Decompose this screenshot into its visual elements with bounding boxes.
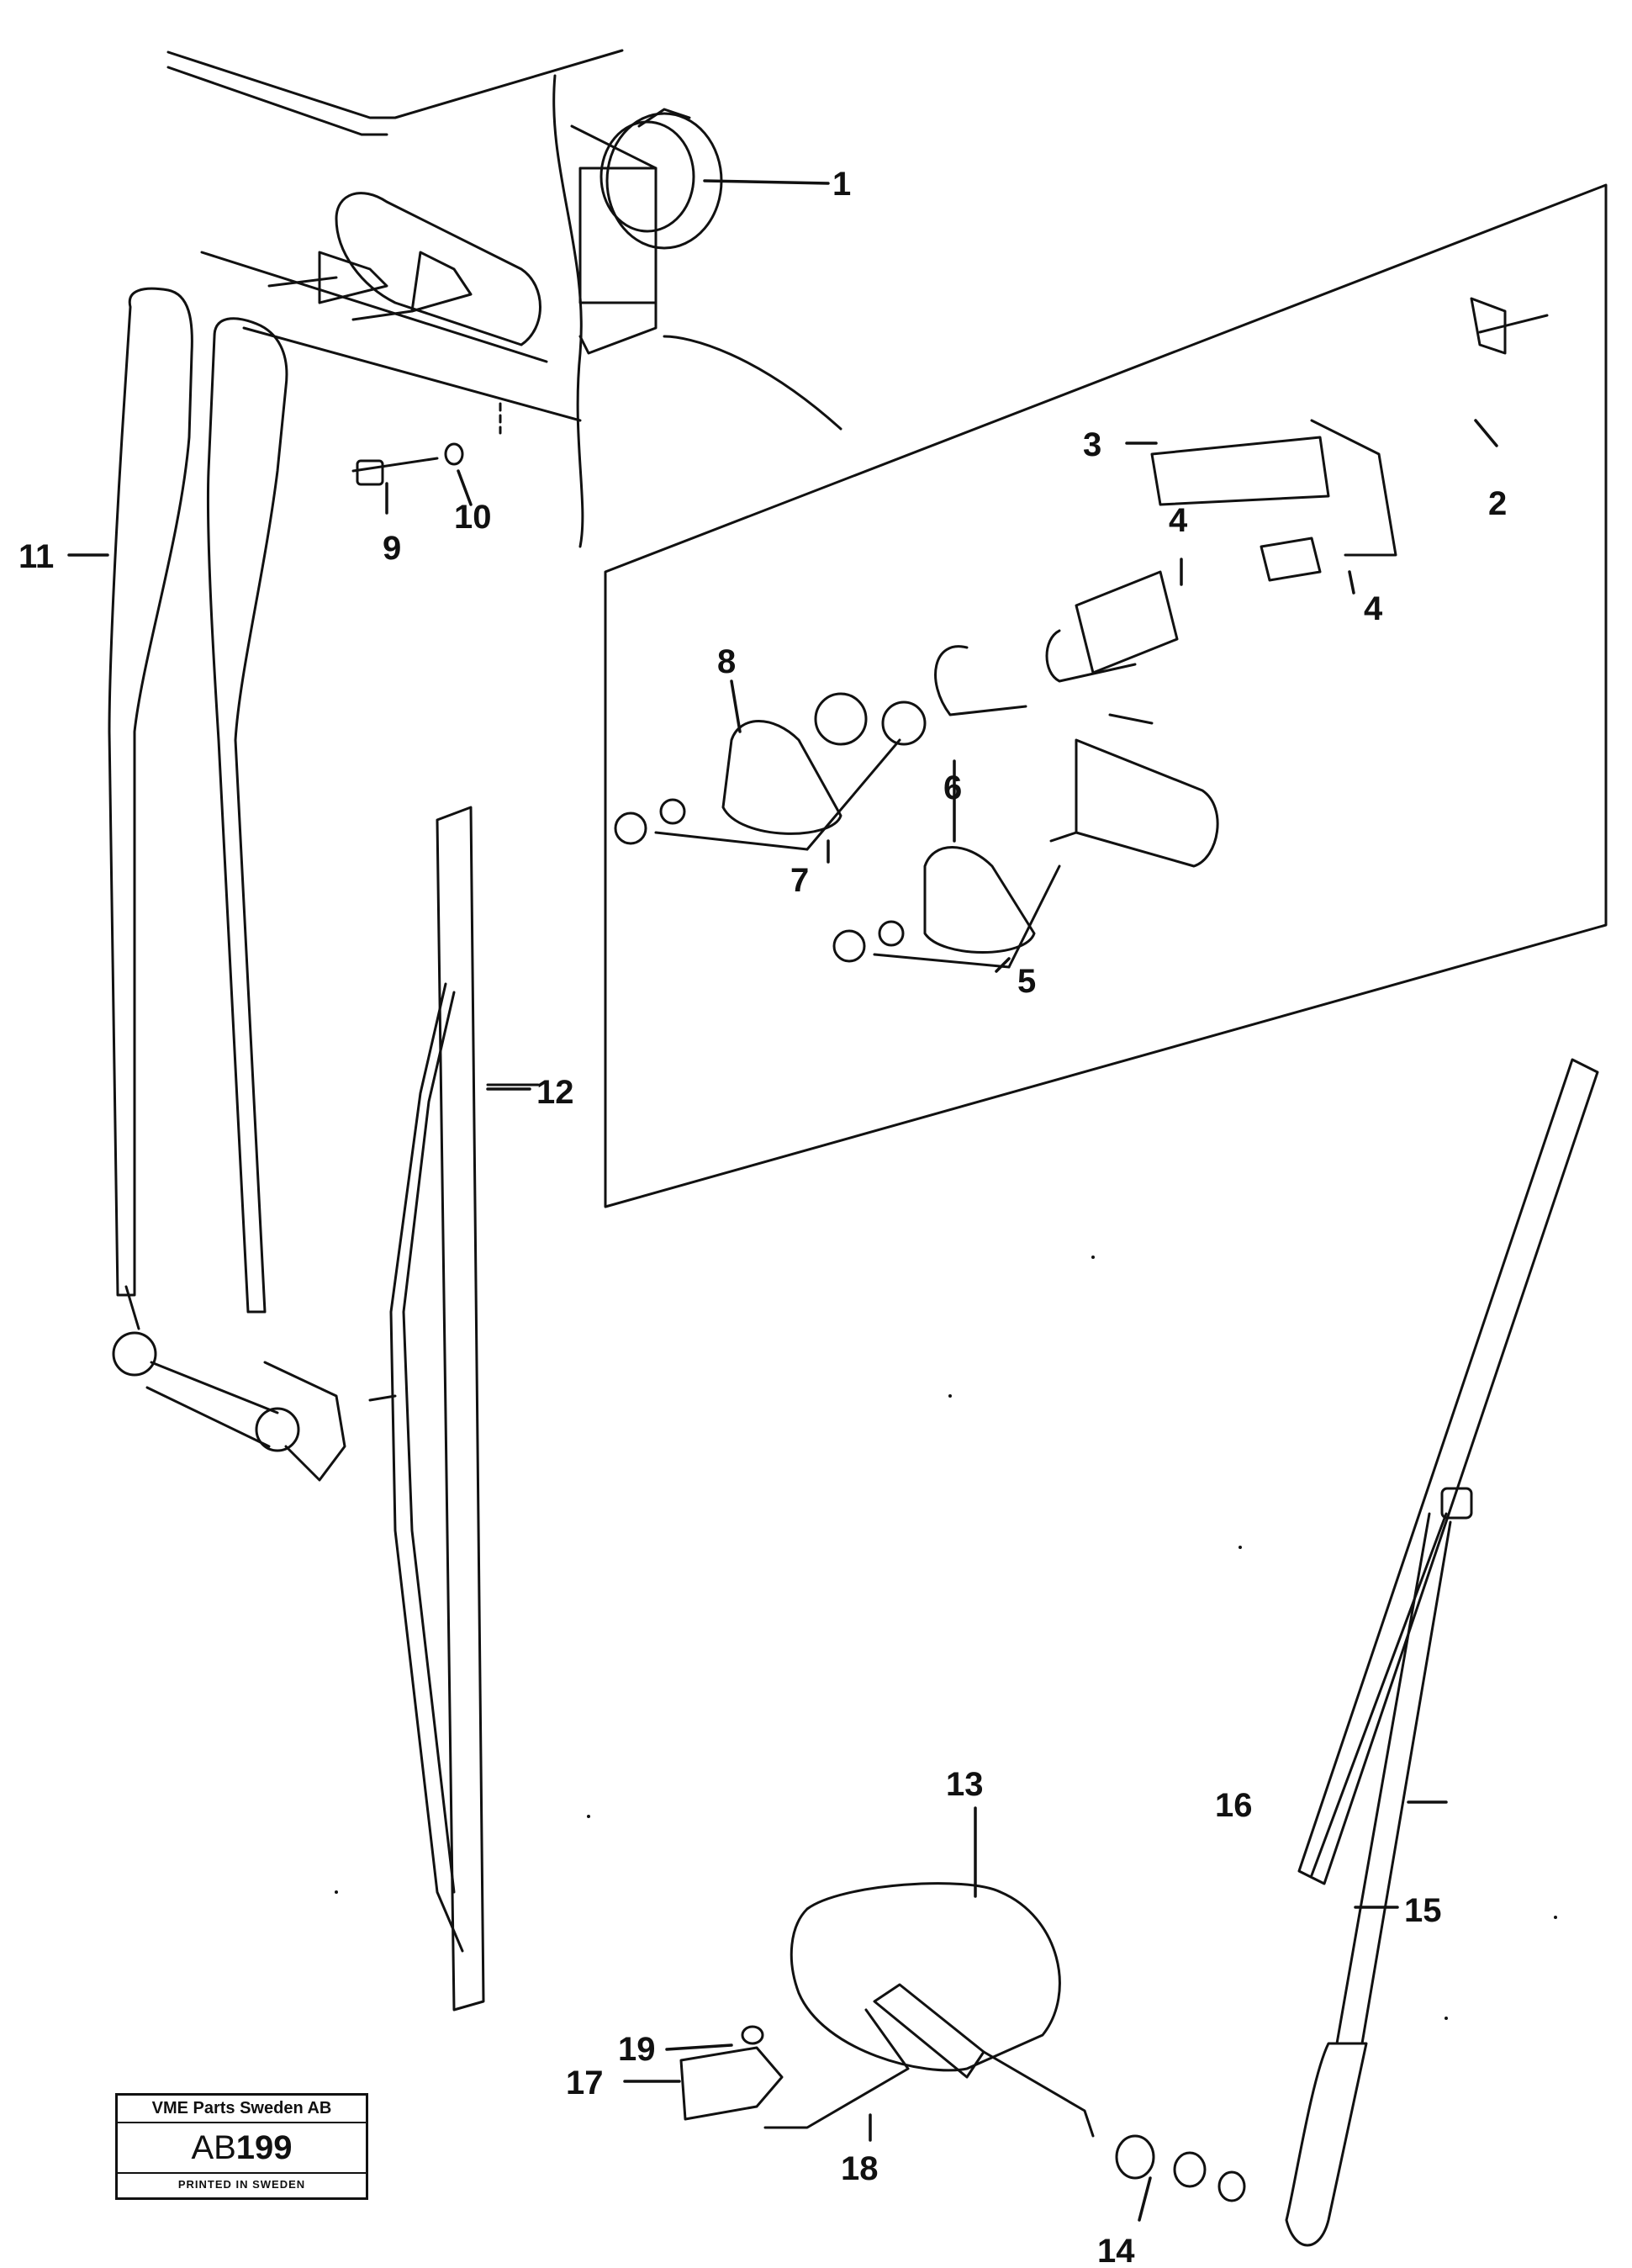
callout-1: 1 [832, 166, 851, 203]
callout-8: 8 [717, 643, 736, 680]
callout-4a: 4 [1169, 502, 1188, 539]
rear-wiper-arm [1285, 1058, 1599, 2247]
callout-16: 16 [1215, 1787, 1253, 1824]
wiper-blade [368, 806, 540, 2012]
callout-2: 2 [1488, 485, 1507, 522]
callout-19: 19 [618, 2031, 656, 2068]
callout-labels: 1 2 3 4 4 5 6 7 8 9 10 11 12 13 14 15 16… [18, 166, 1507, 2268]
scan-dots [335, 1256, 1557, 2020]
bolt-and-washer [351, 402, 502, 486]
cone-caps [614, 692, 1061, 969]
callout-17: 17 [566, 2064, 604, 2101]
callout-10: 10 [454, 499, 492, 536]
exploded-detail-frame [604, 183, 1608, 1208]
callout-12: 12 [536, 1074, 574, 1111]
stamp-code-number: 199 [235, 2129, 293, 2166]
linkage-parts [1150, 297, 1549, 582]
small-hardware [679, 2025, 1246, 2202]
cab-roof-outline [166, 49, 624, 548]
publisher-stamp: VME Parts Sweden AB AB199 PRINTED IN SWE… [115, 2093, 368, 2200]
spindle-and-nuts [934, 570, 1219, 868]
wiper-mounting-plate [200, 192, 582, 422]
stamp-company: VME Parts Sweden AB [118, 2096, 366, 2123]
callout-7: 7 [790, 862, 809, 899]
stamp-code: AB199 [118, 2123, 366, 2174]
callout-15: 15 [1404, 1892, 1442, 1929]
callout-4b: 4 [1364, 590, 1383, 627]
front-wiper-motor [570, 108, 723, 355]
callout-18: 18 [841, 2150, 879, 2187]
callout-6: 6 [943, 769, 962, 806]
callout-3: 3 [1083, 426, 1101, 463]
rear-wiper-motor [763, 1882, 1095, 2138]
callout-5: 5 [1017, 963, 1036, 1000]
twin-wiper-arm-assembly [108, 287, 346, 1482]
callout-11: 11 [18, 538, 54, 575]
callout-14: 14 [1097, 2233, 1135, 2268]
stamp-code-prefix: AB [191, 2129, 236, 2166]
stamp-footer: PRINTED IN SWEDEN [177, 2178, 306, 2191]
callout-9: 9 [383, 530, 401, 567]
callout-13: 13 [946, 1766, 984, 1803]
leader-lines [67, 179, 1498, 2222]
